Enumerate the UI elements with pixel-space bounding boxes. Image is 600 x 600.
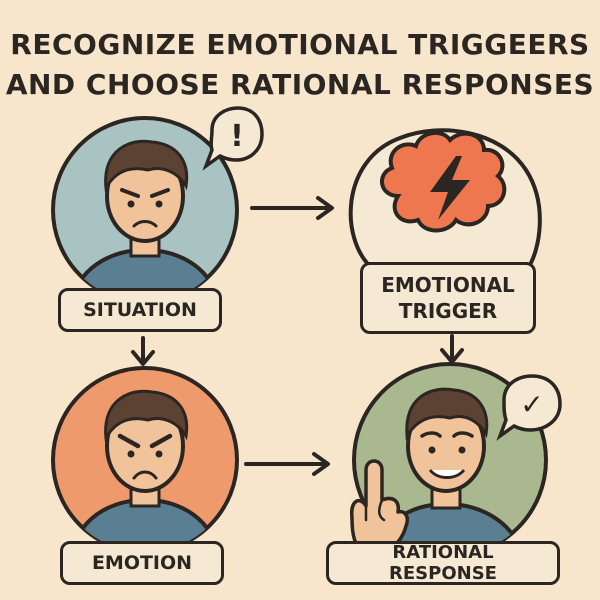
angry-man-figure	[69, 389, 221, 552]
checkmark-glyph: ✓	[520, 388, 543, 421]
lightning-bolt-icon	[430, 156, 470, 220]
trigger-label-line-1: EMOTIONAL	[381, 273, 515, 297]
emotion-illustration	[51, 366, 239, 554]
trigger-label-line-2: TRIGGER	[398, 299, 498, 323]
situation-illustration	[51, 116, 239, 304]
trigger-label: EMOTIONAL TRIGGER	[360, 262, 536, 334]
arrow-down-right	[440, 334, 464, 364]
exclamation-speech-bubble-icon	[202, 106, 264, 171]
arrow-down-left	[131, 336, 155, 366]
title-line-1: RECOGNIZE EMOTIONAL TRIGGEERS	[10, 28, 590, 61]
situation-label: SITUATION	[58, 288, 222, 332]
trigger-illustration	[348, 128, 542, 270]
checkmark-speech-bubble-icon	[496, 374, 562, 441]
worried-man-figure	[69, 139, 221, 302]
arrow-right-bottom	[244, 452, 330, 476]
exclamation-mark: !	[230, 119, 244, 154]
rational-response-label: RATIONAL RESPONSE	[326, 541, 560, 585]
title-line-2: AND CHOOSE RATIONAL RESPONSES	[5, 68, 595, 101]
arrow-right-top	[250, 196, 334, 220]
emotion-label: EMOTION	[60, 541, 224, 585]
